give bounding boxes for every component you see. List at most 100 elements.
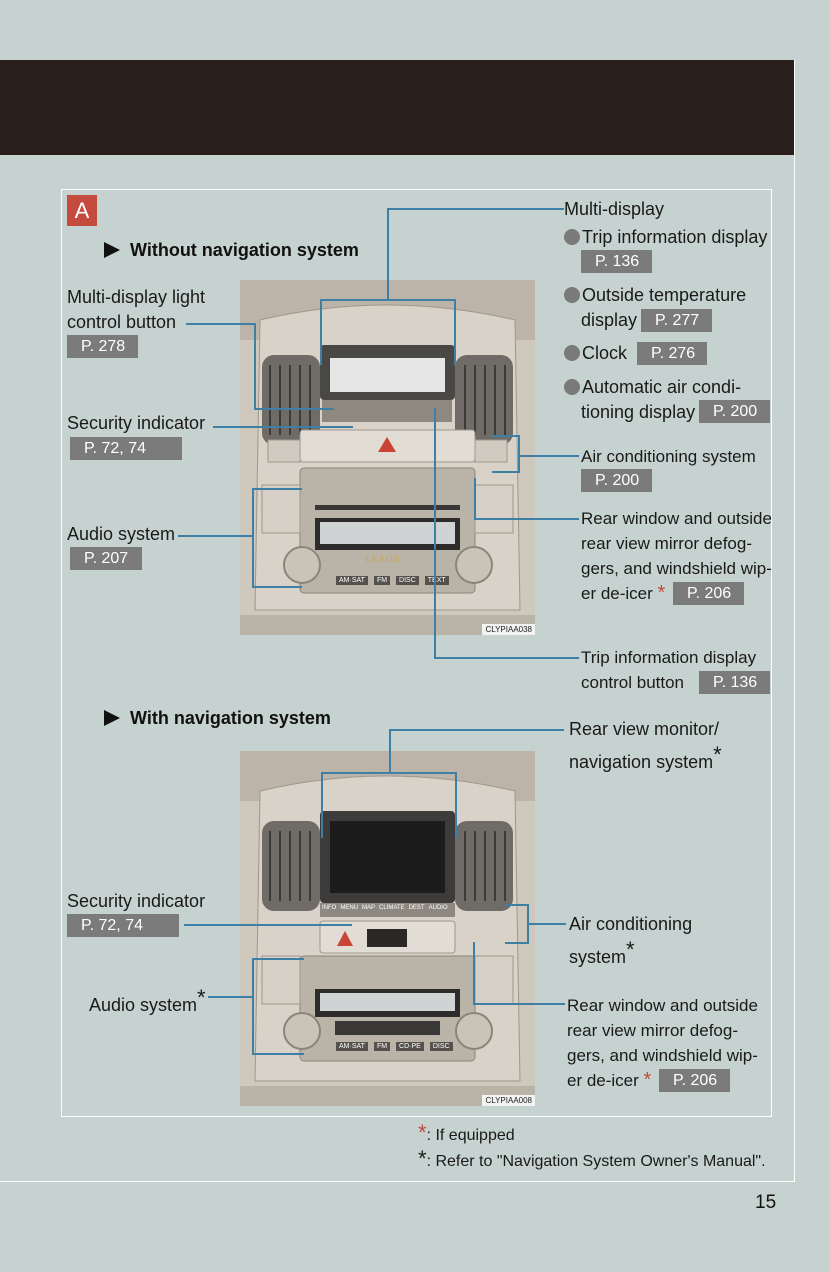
leader-line (474, 518, 579, 520)
audio-button-row-2: AM·SAT FM CD·PE DISC (336, 1042, 453, 1051)
trip-info-display-item: Trip information display (564, 225, 767, 250)
security-indicator-label-2: Security indicator (67, 891, 206, 911)
leader-line (320, 299, 456, 301)
footnote-nav-manual: *: Refer to "Navigation System Owner's M… (418, 1146, 766, 1171)
audio-button: AUDIO (428, 905, 448, 911)
trip-info-button-label: Trip information display control button (581, 648, 757, 692)
page-ref: P. 278 (67, 335, 138, 358)
multi-display-label: Multi-display (564, 199, 665, 219)
defogger-label-2: Rear window and outside rear view mirror… (567, 996, 758, 1091)
center-console-illustration (240, 280, 535, 635)
footnote-star-black: * (418, 1146, 427, 1171)
leader-line (387, 208, 564, 210)
multi-display-light-label: Multi-display light control button (67, 287, 206, 332)
leader-line (492, 471, 520, 473)
map-button: MAP (362, 905, 376, 911)
text-button: TEXT (424, 576, 449, 585)
am-sat-button: AM·SAT (336, 576, 368, 585)
footnote-star-black: * (626, 937, 635, 962)
auto-ac-item: Automatic air condi- (564, 375, 741, 400)
leader-line (389, 729, 391, 773)
page-ref: P. 200 (581, 469, 652, 492)
heading-with-nav: With navigation system (104, 708, 331, 729)
dest-button: DEST (408, 905, 425, 911)
leader-line (184, 924, 352, 926)
leader-line (505, 942, 529, 944)
leader-line (208, 996, 254, 998)
leader-line (252, 958, 304, 960)
dashboard-photo-with-nav: INFO MENU MAP CLIMATE DEST AUDIO AM·SAT … (240, 751, 535, 1106)
security-indicator-label: Security indicator (67, 413, 206, 433)
page-ref: P. 136 (699, 671, 770, 694)
climate-button: CLIMATE (379, 905, 405, 911)
leader-line (254, 323, 256, 409)
leader-line (387, 208, 389, 300)
leader-line (434, 657, 579, 659)
leader-line (252, 1053, 304, 1055)
footnote-star-black: * (197, 985, 206, 1010)
leader-line (252, 958, 254, 1054)
info-button: INFO (322, 905, 337, 911)
leader-line (474, 478, 476, 518)
page-ref: P. 277 (641, 309, 712, 332)
leader-line (505, 904, 529, 906)
leader-line (178, 535, 253, 537)
section-tab: A (67, 195, 97, 226)
leader-line (492, 435, 520, 437)
page-ref: P. 207 (70, 547, 142, 570)
ac-system-label: Air conditioning system (581, 447, 756, 466)
bullet-icon (564, 379, 580, 395)
leader-line (321, 772, 323, 838)
leader-line (186, 323, 256, 325)
audio-button-row: AM·SAT FM DISC TEXT (336, 576, 449, 585)
leader-line (473, 1003, 565, 1005)
rear-view-monitor-label: Rear view monitor/ navigation system* (569, 719, 722, 772)
leader-line (321, 772, 457, 774)
page-ref: P. 72, 74 (67, 914, 179, 937)
page-ref: P. 136 (581, 250, 652, 273)
fm-button: FM (373, 1042, 391, 1051)
page-ref: P. 206 (659, 1069, 730, 1092)
footnote-star-red: * (418, 1120, 427, 1145)
audio-system-label: Audio system (67, 524, 176, 544)
page-ref: P. 200 (699, 400, 770, 423)
footnote-if-equipped: *: If equipped (418, 1120, 515, 1145)
outside-temp-item: Outside temperature (564, 283, 746, 308)
page-ref: P. 206 (673, 582, 744, 605)
footnote-star-red: * (643, 1069, 652, 1091)
leader-line (454, 299, 456, 365)
disc-button: DISC (429, 1042, 453, 1051)
ac-system-label-2: Air conditioning system* (569, 914, 693, 967)
page-ref: P. 72, 74 (70, 437, 182, 460)
leader-line (434, 408, 436, 658)
am-sat-button: AM·SAT (336, 1042, 368, 1051)
leader-line (254, 408, 334, 410)
outside-temp-item-line2: display (581, 310, 638, 330)
leader-line (473, 942, 475, 1004)
chapter-header-band (0, 60, 795, 155)
bullet-icon (564, 287, 580, 303)
page-ref: P. 276 (637, 342, 707, 365)
auto-ac-item-line2: tioning display (581, 402, 696, 422)
leader-line (252, 586, 302, 588)
leader-line (389, 729, 564, 731)
leader-line (252, 488, 254, 587)
defogger-label: Rear window and outside rear view mirror… (581, 509, 772, 604)
bullet-icon (564, 229, 580, 245)
cd-pe-button: CD·PE (396, 1042, 424, 1051)
leader-line (252, 488, 302, 490)
audio-system-label-2: Audio system* (89, 985, 206, 1015)
fm-button: FM (373, 576, 391, 585)
leader-line (518, 435, 520, 473)
heading-without-nav: Without navigation system (104, 240, 359, 261)
image-code: CLYPIAA008 (482, 1095, 535, 1106)
leader-line (320, 299, 322, 365)
nav-button-row: INFO MENU MAP CLIMATE DEST AUDIO (322, 905, 448, 911)
page-number: 15 (755, 1192, 777, 1213)
arrow-right-icon (104, 710, 120, 726)
leader-line (213, 426, 353, 428)
menu-button: MENU (340, 905, 359, 911)
figure-frame (61, 189, 772, 1117)
footnote-star-black: * (713, 742, 722, 767)
leader-line (519, 455, 579, 457)
